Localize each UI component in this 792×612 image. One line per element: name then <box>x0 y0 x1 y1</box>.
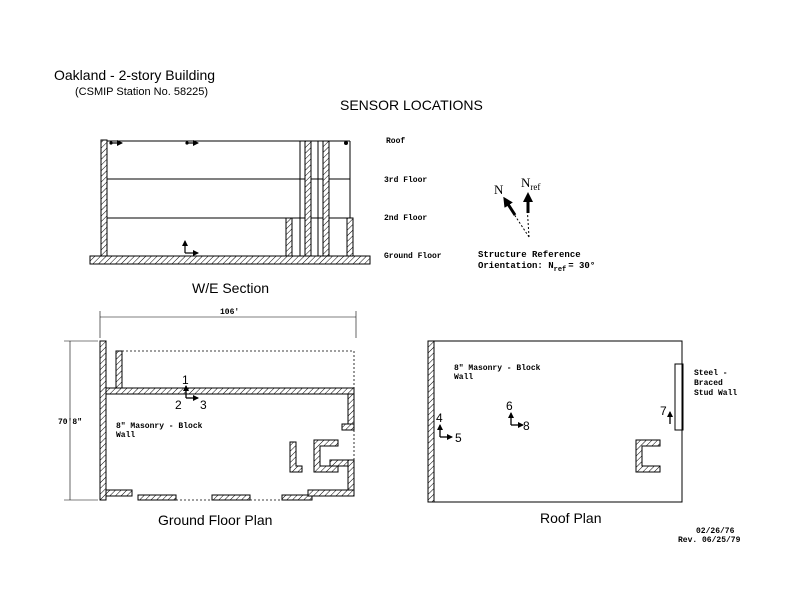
north-arrow-icon <box>503 196 517 216</box>
interior-wall <box>115 350 123 389</box>
sensor-8-label: 8 <box>523 419 530 433</box>
sensor-1-label: 1 <box>182 373 189 387</box>
ground-plan-caption: Ground Floor Plan <box>158 512 272 528</box>
column <box>346 217 354 257</box>
roof-wall-note-1: 8" Masonry - Block <box>454 364 541 373</box>
left-wall <box>100 139 108 257</box>
sensor-6-label: 6 <box>506 399 513 413</box>
cross-wall <box>105 387 355 395</box>
height-dimension: 70'8" <box>58 418 82 427</box>
south-wall <box>137 494 177 501</box>
width-dimension: 106' <box>220 308 239 317</box>
south-wall <box>105 489 133 497</box>
ground-hatch <box>89 255 371 265</box>
nref-label: Nref <box>521 175 540 192</box>
column <box>304 140 312 257</box>
drawing-title: Oakland - 2-story Building <box>54 67 215 83</box>
level-2nd: 2nd Floor <box>384 214 427 223</box>
sensor-2-label: 2 <box>175 398 182 412</box>
sensor-7-label: 7 <box>660 404 667 418</box>
stair-core <box>289 441 303 473</box>
wall-note-2: Wall <box>116 431 135 440</box>
west-wall <box>99 340 107 501</box>
wall-note-1: 8" Masonry - Block <box>116 422 203 431</box>
original-date: 02/26/76 <box>696 527 735 536</box>
steel-stud-wall <box>674 363 684 431</box>
we-section: Roof 3rd Floor 2nd Floor Ground Floor W/… <box>89 137 442 296</box>
stair-core <box>635 439 661 473</box>
north-label: N <box>494 182 504 197</box>
south-wall <box>211 494 251 501</box>
level-roof: Roof <box>386 137 405 146</box>
west-wall <box>427 340 435 503</box>
column <box>285 217 293 257</box>
east-wall-upper <box>347 393 355 425</box>
east-wall-stub <box>341 423 355 431</box>
sensor-locations-heading: SENSOR LOCATIONS <box>340 97 483 113</box>
level-3rd: 3rd Floor <box>384 176 427 185</box>
level-ground: Ground Floor <box>384 252 442 261</box>
orientation-label-2: Orientation: Nref= 30° <box>478 261 595 274</box>
steel-note-1: Steel - <box>694 369 728 378</box>
column <box>322 140 330 257</box>
station-number: (CSMIP Station No. 58225) <box>75 86 208 98</box>
roof-wall-note-2: Wall <box>454 373 473 382</box>
roof-plan-caption: Roof Plan <box>540 510 601 526</box>
roof-plan: 8" Masonry - Block Wall Steel - Braced S… <box>427 340 737 526</box>
nref-dash <box>526 204 530 238</box>
sensor-4-label: 4 <box>436 411 443 425</box>
section-caption: W/E Section <box>192 280 269 296</box>
ground-floor-plan: 106' 70'8" 1 2 3 8" Masonry - Bl <box>58 308 357 528</box>
revision-date: Rev. 06/25/79 <box>678 536 741 545</box>
sensor-5-label: 5 <box>455 431 462 445</box>
orientation-label-1: Structure Reference <box>478 250 581 260</box>
stair-core <box>313 439 339 473</box>
steel-note-3: Stud Wall <box>694 389 737 398</box>
east-wall-lower <box>347 459 355 491</box>
sensor-3-label: 3 <box>200 398 207 412</box>
south-wall <box>281 494 313 501</box>
steel-note-2: Braced <box>694 379 723 388</box>
south-wall <box>307 489 355 497</box>
orientation-symbol: N Nref Structure Reference Orientation: … <box>478 175 595 274</box>
stair-core <box>329 459 349 467</box>
sensor-dot <box>344 141 348 145</box>
